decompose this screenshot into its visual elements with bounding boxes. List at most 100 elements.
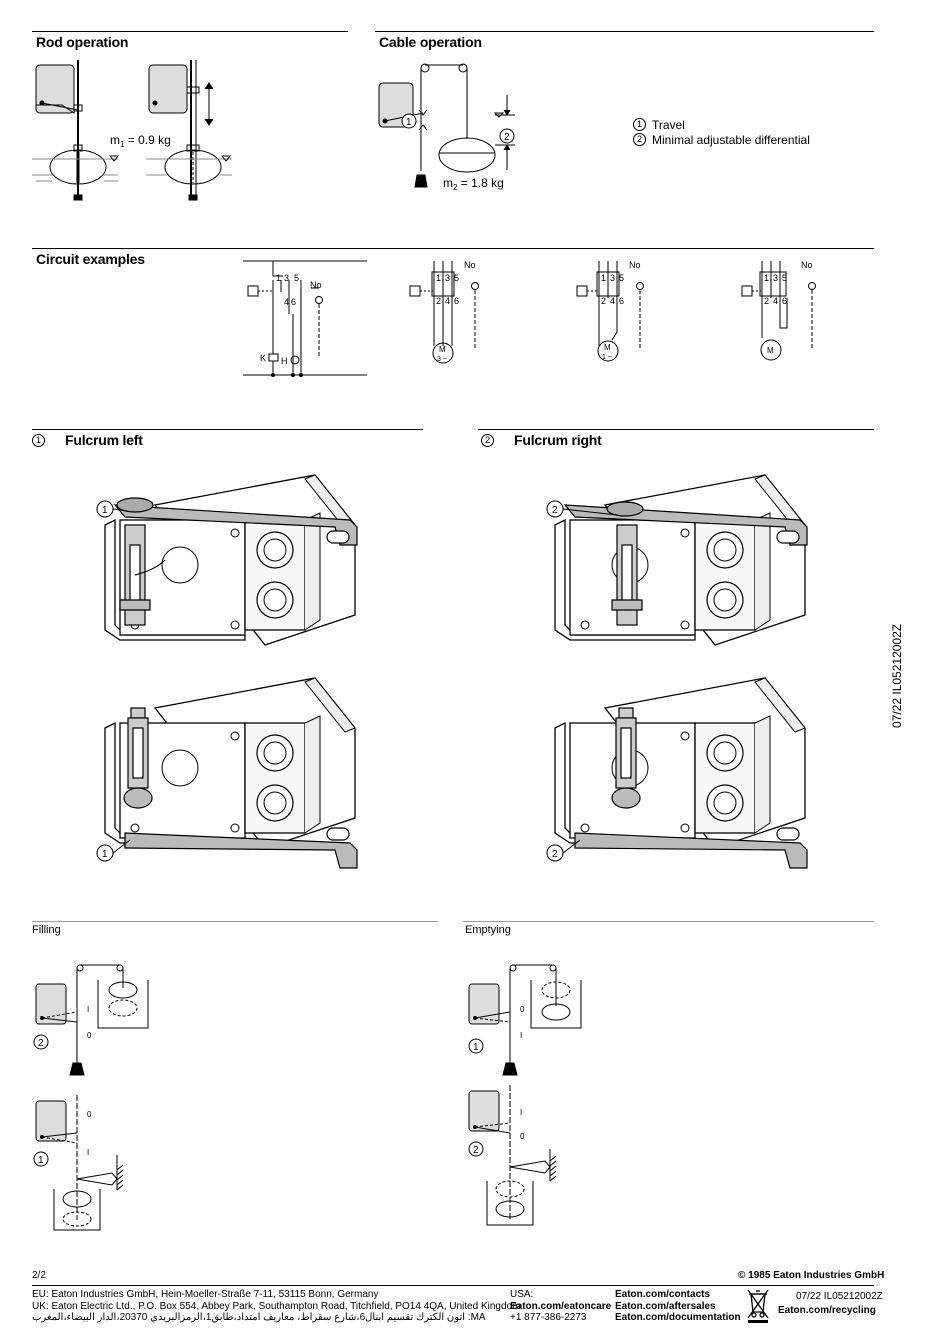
link-documentation[interactable]: Eaton.com/documentation — [615, 1312, 741, 1323]
c2-t1: 1 — [436, 273, 441, 283]
c2-t3: 3 — [445, 273, 450, 283]
empty1-pos-o: 0 — [520, 1005, 525, 1014]
rule-circuit — [32, 248, 874, 249]
link-aftersales[interactable]: Eaton.com/aftersales — [615, 1300, 716, 1312]
fill2-marker-icon — [33, 1151, 49, 1167]
legend-marker-1: 1 — [633, 118, 646, 131]
section-title-rod-operation: Rod operation — [36, 34, 129, 50]
c2-t4: 4 — [445, 296, 450, 306]
fulcrum-left-marker: 1 — [32, 433, 45, 447]
section-title-filling: Filling — [32, 924, 61, 936]
rule-cable — [375, 31, 874, 32]
empty1-pos-i: I — [520, 1031, 522, 1040]
section-title-fulcrum-right: Fulcrum right — [514, 432, 602, 448]
fulcrum-right-top-illustration: 2 — [546, 474, 808, 646]
c3-motor-phase: 1 ~ — [602, 354, 612, 361]
c1-t6: 6 — [291, 297, 296, 307]
empty1-marker: 1 — [473, 1042, 479, 1053]
vertical-doc-code: 07/22 IL05212002Z — [890, 623, 904, 728]
cable-marker-1: 1 — [406, 117, 412, 128]
empty2-marker-icon — [468, 1141, 484, 1157]
legend-marker-2: 2 — [633, 133, 646, 146]
c1-h: H — [281, 356, 288, 366]
fr-top-marker: 2 — [552, 505, 558, 516]
fl-top-marker: 1 — [102, 505, 108, 516]
fulcrum-left-top-illustration: 1 — [96, 474, 358, 646]
circuit-diagram-4: 1 3 5 2 4 6 No M — [741, 260, 816, 361]
fulcrum-left-heading: 1 Fulcrum left — [32, 432, 143, 448]
c4-t1: 1 — [764, 273, 769, 283]
c4-t5: 5 — [782, 273, 787, 283]
footer-links: Eaton.com/contacts Eaton.com/aftersales … — [615, 1289, 741, 1324]
legend-text-differential: Minimal adjustable differential — [652, 132, 810, 147]
legend-item-travel: 1 Travel — [633, 117, 810, 132]
empty1-marker-icon — [468, 1038, 484, 1054]
empty2-pos-i: I — [520, 1108, 522, 1117]
fill1-pos-i: I — [87, 1005, 89, 1014]
fulcrum-right-bottom-illustration: 2 — [546, 677, 808, 869]
c4-t4: 4 — [773, 296, 778, 306]
c3-t2: 2 — [601, 296, 606, 306]
c1-t3: 3 — [284, 273, 289, 283]
c1-t4: 4 — [284, 297, 289, 307]
link-recycling[interactable]: Eaton.com/recycling — [778, 1305, 876, 1316]
footer-doc-code: 07/22 IL05212002Z — [796, 1291, 883, 1302]
circuit-diagram-2: 1 3 5 2 4 6 No M 3 ~ — [409, 260, 479, 364]
marker-1-icon — [401, 113, 417, 129]
footer-addresses: EU: Eaton Industries GmbH, Hein-Moeller-… — [32, 1289, 520, 1324]
fulcrum-right-heading: 2 Fulcrum right — [481, 432, 602, 448]
filling-diagram-rod: 0 I 1 — [33, 1095, 124, 1231]
footer-uk: UK: Eaton Electric Ltd., P.O. Box 554, A… — [32, 1300, 521, 1312]
footer-usa-phone: +1 877-386-2273 — [510, 1312, 587, 1323]
legend-text-travel: Travel — [652, 117, 685, 132]
c4-no: No — [801, 260, 813, 270]
cable-marker-2: 2 — [504, 132, 510, 143]
c2-motor-phase: 3 ~ — [437, 356, 447, 363]
c3-t4: 4 — [610, 296, 615, 306]
cable-mass-label: m2 = 1.8 kg — [443, 176, 504, 192]
rule-fulcrum-right — [478, 429, 874, 430]
c3-t6: 6 — [619, 296, 624, 306]
empty2-pos-o: 0 — [520, 1132, 525, 1141]
cable-operation-diagram: 1 2 m2 = 1.8 kg — [378, 63, 515, 192]
rod-operation-diagram: m1 = 0.9 kg — [32, 60, 232, 201]
legend-item-differential: 2 Minimal adjustable differential — [633, 132, 810, 147]
fr-bottom-marker: 2 — [552, 849, 558, 860]
c3-no: No — [629, 260, 641, 270]
c3-t3: 3 — [610, 273, 615, 283]
weee-recycling-icon — [747, 1289, 769, 1323]
empty2-marker: 2 — [473, 1145, 479, 1156]
footer-usa-link[interactable]: Eaton.com/eatoncare — [510, 1300, 612, 1312]
section-title-circuit-examples: Circuit examples — [36, 251, 145, 267]
c4-t2: 2 — [764, 296, 769, 306]
circuit-diagram-1: 1 3 5 4 6 No K H — [243, 260, 367, 377]
fill1-pos-o: 0 — [87, 1031, 92, 1040]
float-2 — [164, 149, 222, 185]
c4-t6: 6 — [782, 296, 787, 306]
fulcrum-left-bottom-illustration: 1 — [96, 677, 358, 869]
c3-t5: 5 — [619, 273, 624, 283]
c2-t5: 5 — [454, 273, 459, 283]
rule-filling — [32, 921, 438, 922]
link-contacts[interactable]: Eaton.com/contacts — [615, 1289, 711, 1300]
emptying-diagram-cable: 0 I 1 — [468, 964, 582, 1076]
rule-emptying — [463, 921, 874, 922]
cable-float — [438, 137, 496, 173]
legend: 1 Travel 2 Minimal adjustable differenti… — [633, 117, 810, 147]
c2-motor-label: M — [439, 345, 446, 354]
rule-fulcrum-left — [32, 429, 423, 430]
section-title-cable-operation: Cable operation — [379, 34, 482, 50]
fill1-marker: 2 — [38, 1038, 44, 1049]
footer-eu: EU: Eaton Industries GmbH, Hein-Moeller-… — [32, 1289, 379, 1300]
marker-2-icon — [499, 128, 515, 144]
emptying-diagram-rod: I 0 2 — [468, 1085, 557, 1226]
page-number: 2/2 — [32, 1270, 46, 1281]
fill2-marker: 1 — [38, 1155, 44, 1166]
footer-ma: MA: اتون الكترك تقسيم ابنال6،شارع سقرآط،… — [32, 1312, 486, 1323]
fill2-pos-i: I — [87, 1148, 89, 1157]
fill1-marker-icon — [33, 1034, 49, 1050]
float-1 — [49, 149, 107, 185]
c1-t5: 5 — [294, 273, 299, 283]
c2-t6: 6 — [454, 296, 459, 306]
switch-housing-2 — [148, 64, 188, 114]
